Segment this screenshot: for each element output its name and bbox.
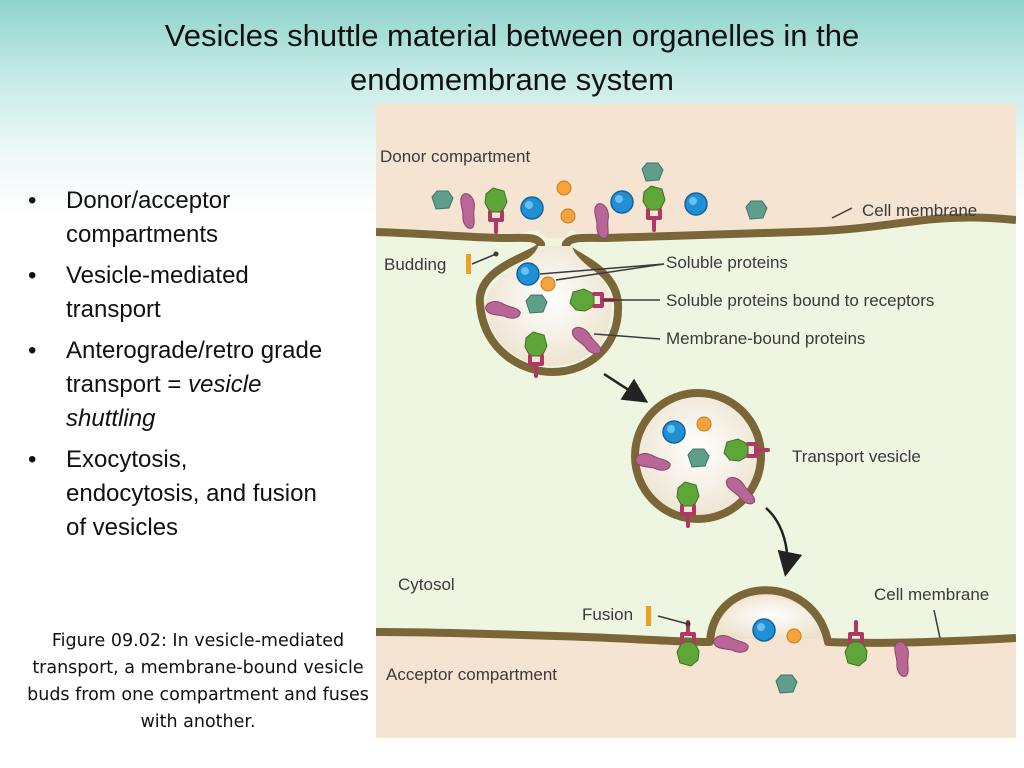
label-fusion: Fusion (582, 605, 633, 624)
label-soluble-bound: Soluble proteins bound to receptors (666, 291, 934, 310)
acceptor-membrane (376, 586, 1016, 647)
leader-line (555, 263, 665, 281)
leader-dot (685, 621, 691, 627)
bullet-item: Anterograde/retro grade transport = vesi… (26, 334, 326, 436)
fusion-marker (646, 606, 651, 626)
title-line-2: endomembrane system (350, 62, 674, 97)
leader-line (539, 263, 665, 275)
arrow-to-fusion-icon (765, 507, 803, 577)
bullet-item: Donor/acceptor compartments (26, 184, 326, 252)
arrow-to-transport-icon (603, 372, 649, 403)
soluble-protein-icon (610, 190, 634, 214)
soluble-protein-icon (641, 162, 664, 182)
title-line-1: Vesicles shuttle material between organe… (164, 18, 860, 53)
donor-membrane (376, 213, 1016, 376)
soluble-protein-icon (684, 192, 708, 216)
soluble-protein-icon (745, 200, 768, 220)
soluble-protein-icon (560, 208, 576, 224)
bullet-emphasis: vesicle shuttling (66, 371, 262, 432)
figure-caption: Figure 09.02: In vesicle-mediated transp… (27, 631, 369, 732)
leader-line (933, 609, 941, 639)
soluble-protein-icon (516, 262, 540, 286)
label-cell-membrane-top: Cell membrane (862, 201, 977, 220)
bullet-item: Exocytosis, endocytosis, and fusion of v… (26, 443, 326, 545)
slide-title: Vesicles shuttle material between organe… (40, 14, 984, 102)
label-cell-membrane-bottom: Cell membrane (874, 585, 989, 604)
label-cytosol: Cytosol (398, 575, 455, 594)
label-transport-vesicle: Transport vesicle (792, 447, 921, 466)
bullet-text: Donor/acceptor compartments (66, 187, 231, 248)
soluble-protein-icon (687, 448, 710, 468)
leader-line (831, 207, 853, 219)
bullet-text: Anterograde/retro grade transport = (66, 337, 323, 398)
bullet-text: Vesicle-mediated transport (66, 262, 249, 323)
vesicle-transport-diagram: Donor compartment Cell membrane Budding … (376, 104, 1016, 738)
label-membrane-bound: Membrane-bound proteins (666, 329, 865, 348)
fusing-vesicle-lumen (716, 596, 826, 639)
soluble-protein-icon (786, 628, 802, 644)
bullet-text: Exocytosis, endocytosis, and fusion of v… (66, 446, 317, 541)
label-soluble-proteins: Soluble proteins (666, 253, 788, 272)
soluble-protein-icon (752, 618, 776, 642)
leader-line (471, 253, 497, 265)
soluble-protein-icon (696, 416, 712, 432)
soluble-protein-icon (525, 294, 548, 314)
soluble-protein-icon (556, 180, 572, 196)
label-acceptor-compartment: Acceptor compartment (386, 665, 557, 684)
soluble-protein-icon (540, 276, 556, 292)
soluble-protein-icon (431, 190, 454, 210)
soluble-protein-icon (662, 420, 686, 444)
soluble-protein-icon (775, 674, 798, 694)
leader-line (657, 615, 689, 625)
label-donor-compartment: Donor compartment (380, 147, 531, 166)
bullet-item: Vesicle-mediated transport (26, 259, 326, 327)
leader-line (593, 333, 661, 340)
soluble-protein-icon (520, 196, 544, 220)
leader-dot (493, 251, 499, 257)
budding-marker (466, 254, 471, 274)
label-budding: Budding (384, 255, 446, 274)
acceptor-region (376, 589, 1016, 738)
bullet-list: Donor/acceptor compartments Vesicle-medi… (26, 184, 326, 552)
